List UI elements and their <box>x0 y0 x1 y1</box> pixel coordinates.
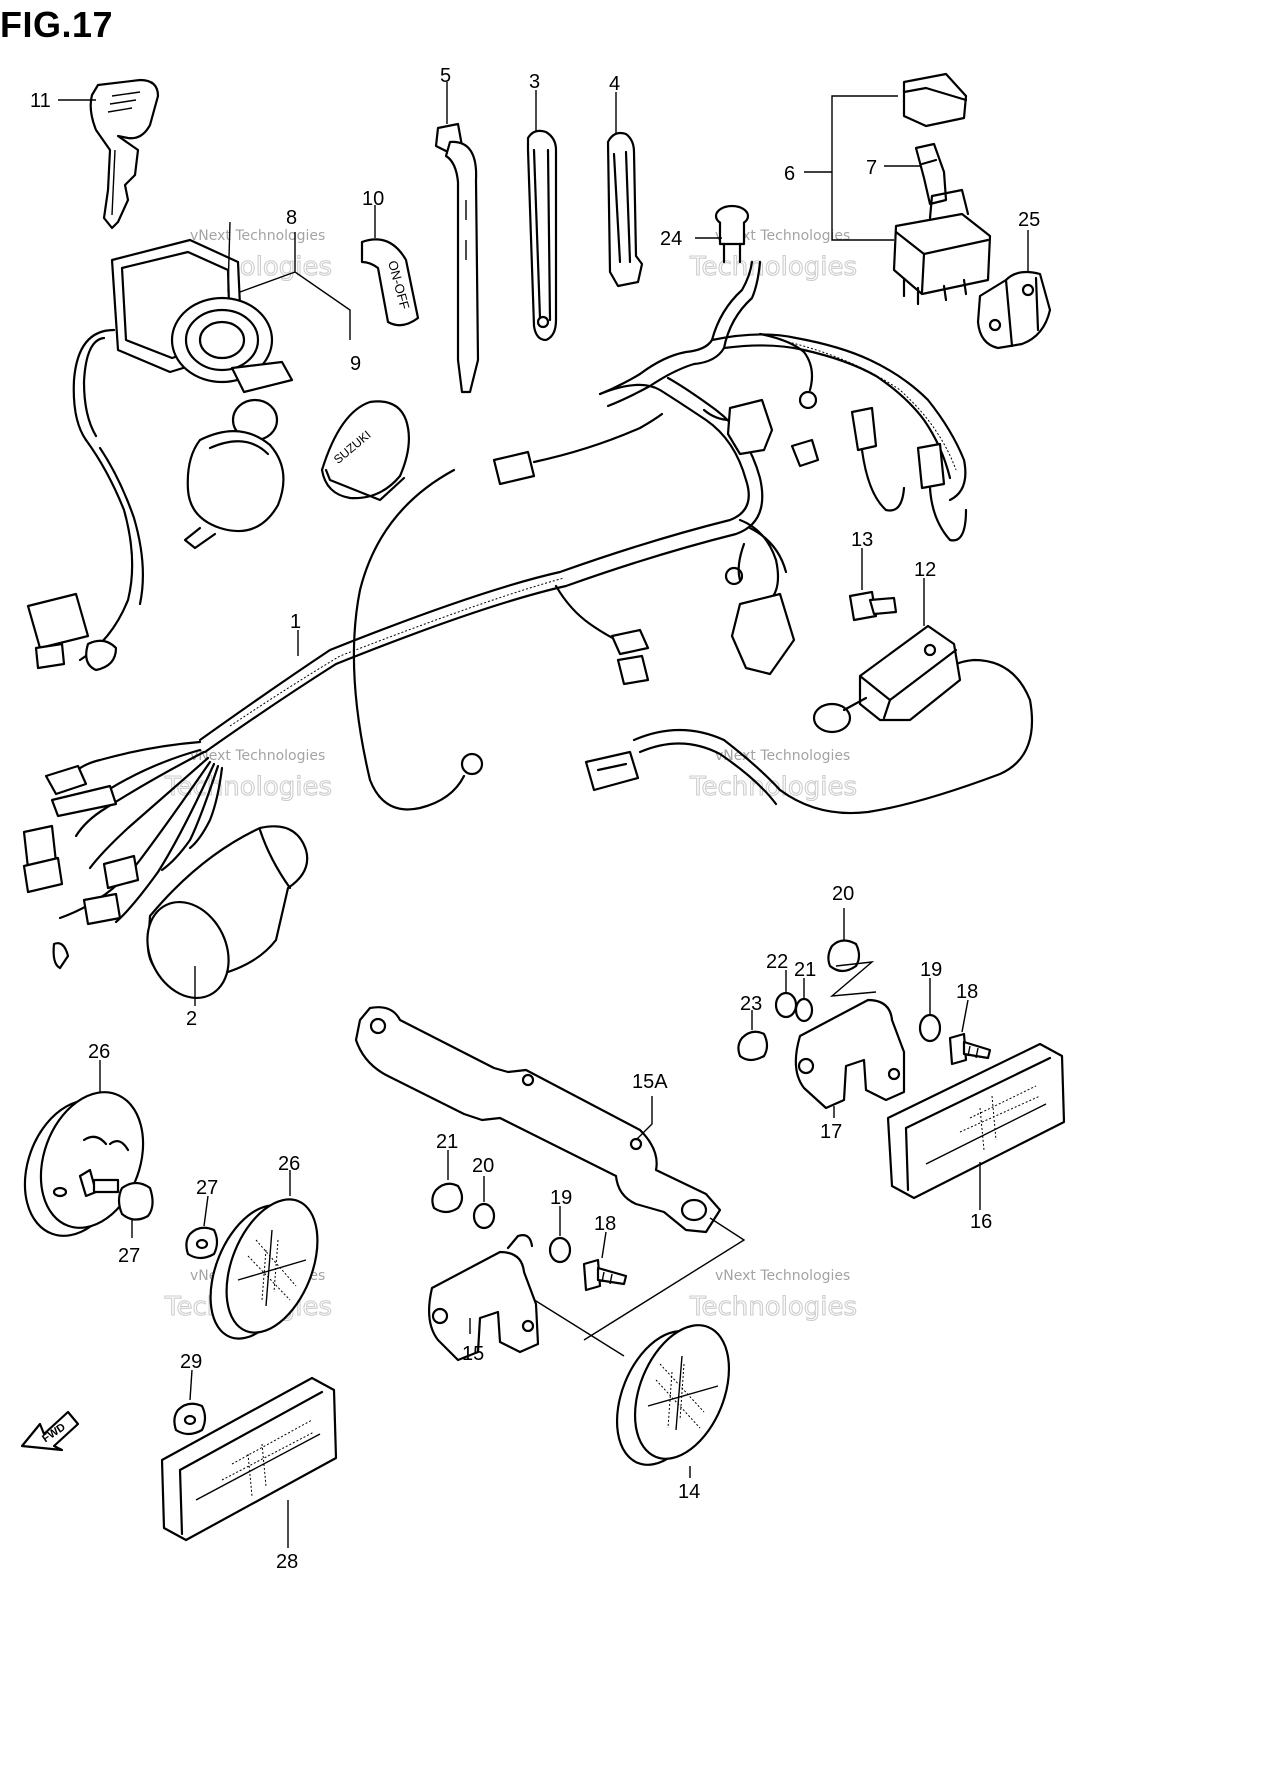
part-lamp-stay-15a[interactable] <box>354 1006 722 1234</box>
part-bolt-13[interactable] <box>848 590 898 622</box>
part-screw-18b[interactable] <box>582 1258 628 1292</box>
part-washer-20b[interactable] <box>472 1202 496 1230</box>
callout-15A: 15A <box>632 1071 668 1093</box>
leader-line <box>961 999 969 1033</box>
leader-line <box>239 232 351 340</box>
callout-6: 6 <box>784 163 795 185</box>
part-starter-relay[interactable] <box>892 188 992 306</box>
part-washer-19a[interactable] <box>918 1013 942 1043</box>
callout-4: 4 <box>609 73 620 95</box>
callout-26-lower: 26 <box>278 1153 300 1175</box>
callout-19-upper: 19 <box>920 959 942 981</box>
part-round-reflector-14[interactable] <box>599 1311 747 1478</box>
leader-line <box>601 1231 607 1259</box>
part-switch-cover[interactable]: SUZUKI <box>320 400 411 502</box>
callout-20-lower: 20 <box>472 1155 494 1177</box>
part-reflector-16[interactable] <box>886 1042 1066 1200</box>
leader-line <box>635 1096 653 1141</box>
callout-3: 3 <box>529 71 540 93</box>
watermark-text: Technologies <box>164 772 332 802</box>
callout-17: 17 <box>820 1121 842 1143</box>
leader-line <box>527 1295 625 1357</box>
part-nut-29[interactable] <box>173 1402 207 1436</box>
part-nut-23[interactable] <box>737 1030 769 1062</box>
part-switch-plate[interactable]: ON-OFF <box>360 238 420 327</box>
callout-9: 9 <box>350 353 361 375</box>
callout-28: 28 <box>276 1551 298 1573</box>
part-round-reflector-26-middle[interactable] <box>193 1186 336 1352</box>
watermark-text: vNext Technologies <box>715 1268 850 1284</box>
part-rubber-boot[interactable] <box>132 825 309 1011</box>
watermark-text: vNext Technologies <box>190 228 325 244</box>
part-relay-cover[interactable] <box>902 72 968 128</box>
fwd-arrow-icon: FWD <box>20 1410 80 1452</box>
part-band-clamp-4[interactable] <box>606 131 644 288</box>
part-reflector-28[interactable] <box>160 1376 338 1542</box>
callout-19-lower: 19 <box>550 1187 572 1209</box>
part-ignition-switch[interactable] <box>72 238 294 550</box>
part-washer-21a[interactable] <box>794 997 814 1023</box>
callout-12: 12 <box>914 559 936 581</box>
callout-7: 7 <box>866 157 877 179</box>
part-washer-22[interactable] <box>774 991 798 1019</box>
callout-27-left: 27 <box>118 1245 140 1267</box>
part-fuse[interactable] <box>914 142 948 206</box>
watermark-group: vNext Technologies Technologies vNext Te… <box>163 228 857 1323</box>
part-nut-27[interactable] <box>185 1226 219 1260</box>
figure-title: FIG.17 <box>0 4 114 45</box>
leader-line <box>831 95 898 241</box>
part-ignition-cable[interactable] <box>26 438 144 672</box>
callout-21-upper: 21 <box>794 959 816 981</box>
watermark-text: vNext Technologies <box>190 748 325 764</box>
watermark-text: Technologies <box>689 252 857 282</box>
callout-15: 15 <box>462 1343 484 1365</box>
part-lamp-bracket-15[interactable] <box>427 1234 540 1362</box>
callout-11: 11 <box>30 90 51 112</box>
callout-26-upper: 26 <box>88 1041 110 1063</box>
part-nut-21b[interactable] <box>431 1182 464 1214</box>
part-relay-bracket[interactable] <box>976 270 1052 350</box>
leader-line <box>203 1195 209 1227</box>
callout-22: 22 <box>766 951 788 973</box>
callout-2: 2 <box>186 1008 197 1030</box>
callout-16: 16 <box>970 1211 992 1233</box>
callout-1: 1 <box>290 611 301 633</box>
part-lamp-bracket-17[interactable] <box>794 998 906 1110</box>
part-band-clamp-3[interactable] <box>526 129 558 342</box>
callout-18-upper: 18 <box>956 981 978 1003</box>
leader-line <box>829 961 877 997</box>
watermark-text: Technologies <box>689 1292 857 1322</box>
callout-23: 23 <box>740 993 762 1015</box>
part-round-reflector-26-left[interactable] <box>7 1078 161 1250</box>
part-key[interactable] <box>89 78 160 230</box>
callout-13: 13 <box>851 529 873 551</box>
part-cap-nut-27[interactable] <box>117 1181 154 1221</box>
part-cable-tie[interactable] <box>434 122 480 394</box>
callout-14: 14 <box>678 1481 700 1503</box>
part-grommet[interactable] <box>714 204 750 264</box>
callout-29: 29 <box>180 1351 202 1373</box>
callout-27-right: 27 <box>196 1177 218 1199</box>
part-brake-switch[interactable] <box>812 624 962 734</box>
part-wiring-harness[interactable] <box>22 260 1034 970</box>
leader-line <box>227 221 231 293</box>
callout-25: 25 <box>1018 209 1040 231</box>
callout-10: 10 <box>362 188 384 210</box>
watermark-text: Technologies <box>689 772 857 802</box>
leader-line <box>189 1369 193 1401</box>
callout-5: 5 <box>440 65 451 87</box>
callout-24: 24 <box>660 228 682 250</box>
part-washer-19b[interactable] <box>548 1236 572 1264</box>
part-screw-18a[interactable] <box>948 1032 992 1066</box>
callout-18-lower: 18 <box>594 1213 616 1235</box>
watermark-text: vNext Technologies <box>715 228 850 244</box>
leader-line <box>583 1217 746 1341</box>
callout-21-lower: 21 <box>436 1131 458 1153</box>
part-nut-20a[interactable] <box>827 939 861 973</box>
watermark-text: vNext Technologies <box>715 748 850 764</box>
callout-20-upper: 20 <box>832 883 854 905</box>
callout-8: 8 <box>286 207 297 229</box>
